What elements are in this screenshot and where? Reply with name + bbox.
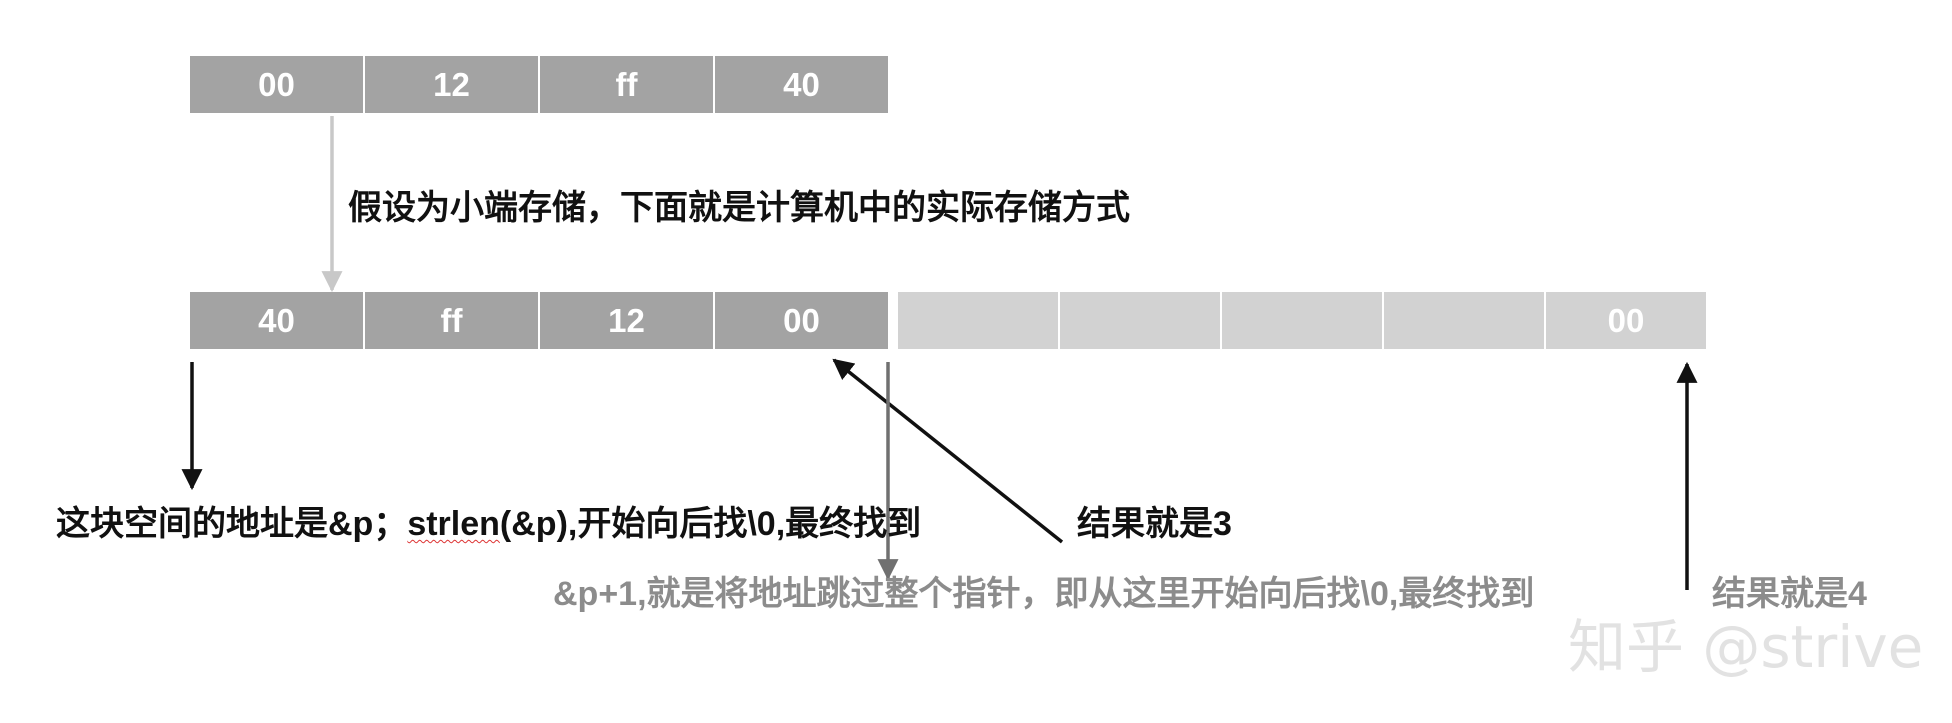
following-memory-row: 00 — [898, 292, 1706, 349]
top-byte-cell: 40 — [715, 56, 888, 113]
top-byte-cell: 12 — [365, 56, 540, 113]
stored-byte-row: 40 ff 12 00 — [190, 292, 888, 349]
address-text: 这块空间的地址是&p； — [56, 505, 408, 543]
assumption-label: 假设为小端存储，下面就是计算机中的实际存储方式 — [348, 189, 1130, 227]
strlen-p-label: 这块空间的地址是&p；strlen(&p),开始向后找\0,最终找到 — [56, 507, 921, 541]
memory-cell — [898, 292, 1060, 349]
memory-cell: 00 — [1546, 292, 1706, 349]
memory-cell — [1384, 292, 1546, 349]
strlen-p-plus-1-label: &p+1,就是将地址跳过整个指针，即从这里开始向后找\0,最终找到 — [553, 575, 1535, 613]
stored-byte-cell: 12 — [540, 292, 715, 349]
strlen-text: strlen — [407, 505, 500, 543]
top-byte-cell: 00 — [190, 56, 365, 113]
result-3-label: 结果就是3 — [1077, 505, 1232, 543]
top-byte-cell: ff — [540, 56, 715, 113]
memory-cell — [1222, 292, 1384, 349]
stored-byte-cell: ff — [365, 292, 540, 349]
top-byte-row: 00 12 ff 40 — [190, 56, 888, 113]
memory-cell — [1060, 292, 1222, 349]
search-text: (&p),开始向后找\0,最终找到 — [499, 505, 922, 543]
strlen-result-arrow — [832, 358, 1064, 544]
result-4-label: 结果就是4 — [1712, 575, 1867, 613]
stored-byte-cell: 00 — [715, 292, 888, 349]
stored-byte-cell: 40 — [190, 292, 365, 349]
watermark: 知乎 @strive — [1568, 613, 1924, 681]
